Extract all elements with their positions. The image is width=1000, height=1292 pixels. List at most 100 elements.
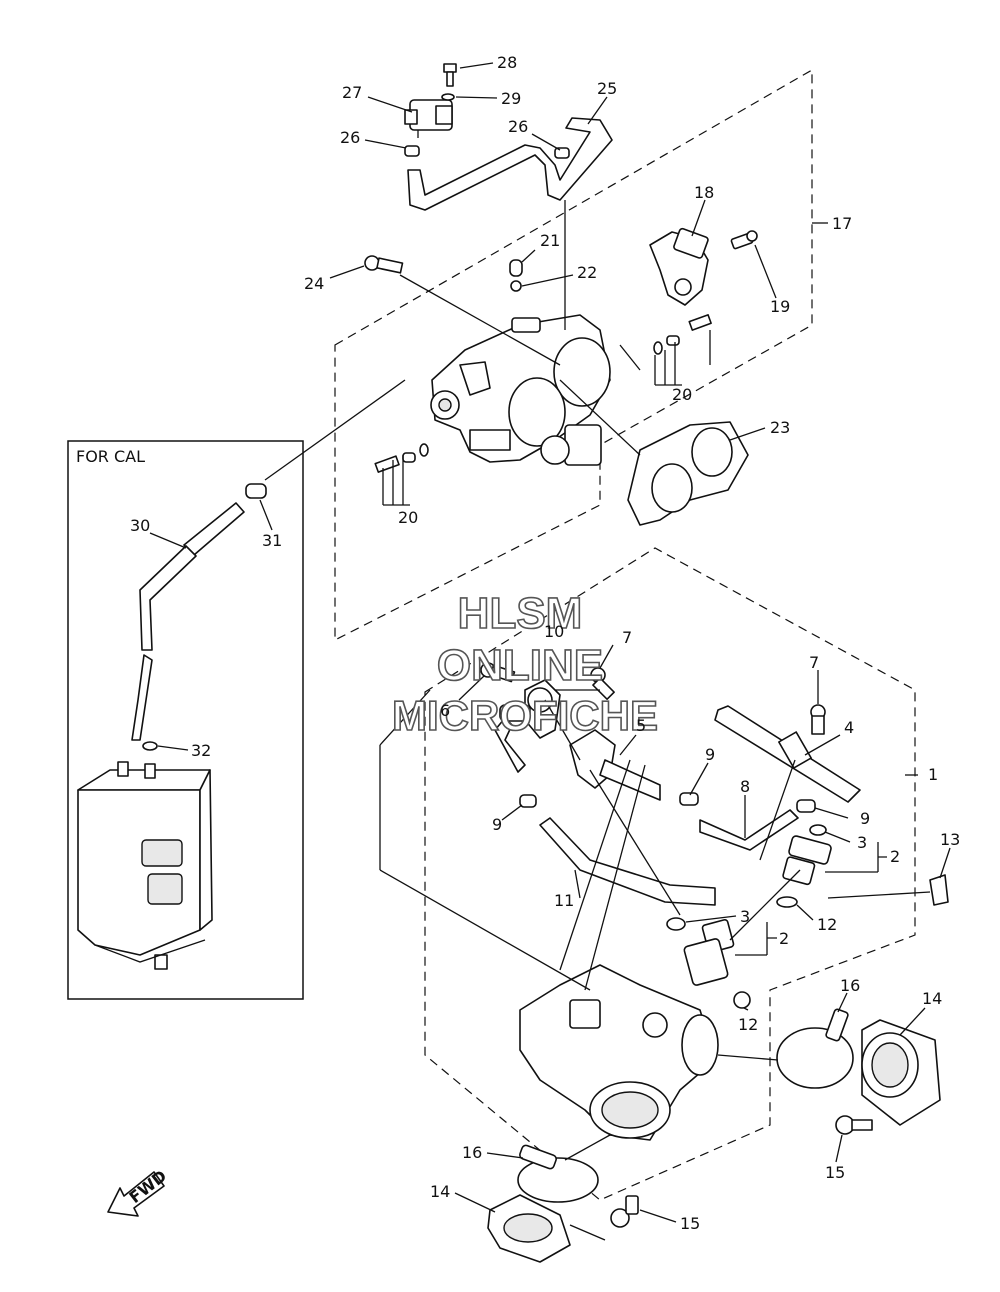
callout-17: 17 <box>832 214 852 233</box>
callout-25: 25 <box>597 79 617 98</box>
callout-7b: 7 <box>809 653 819 672</box>
watermark-line-1: HLSM <box>458 589 583 638</box>
gasket-23 <box>627 421 749 526</box>
watermark: HLSM ONLINE MICROFICHE <box>391 588 659 740</box>
callout-9a: 9 <box>705 745 715 764</box>
callout-7a: 7 <box>622 628 632 647</box>
throttle-sensor-18 <box>649 227 709 306</box>
hose-30-lower <box>131 654 153 741</box>
washer-29 <box>441 93 455 101</box>
clamp-16-left <box>517 1144 599 1203</box>
charcoal-canister <box>77 761 213 970</box>
seal-12a <box>776 896 798 908</box>
callout-29: 29 <box>501 89 521 108</box>
clip-9a <box>519 794 537 808</box>
callout-32: 32 <box>191 741 211 760</box>
callout-23: 23 <box>770 418 790 437</box>
screws-20-left <box>374 443 429 473</box>
hose-8 <box>699 809 799 851</box>
screw-7a <box>590 667 615 701</box>
oring-3b <box>666 917 686 931</box>
injector-2b <box>683 918 735 986</box>
callout-20b: 20 <box>398 508 418 527</box>
callout-14b: 14 <box>430 1182 450 1201</box>
for-cal-box <box>67 440 304 1000</box>
callout-22: 22 <box>577 263 597 282</box>
callout-3a: 3 <box>857 833 867 852</box>
clamp-31 <box>245 483 267 499</box>
hose-30 <box>139 545 197 651</box>
hose-11 <box>539 817 716 906</box>
screws-20-right <box>653 314 712 355</box>
joint-14-right <box>861 1019 941 1126</box>
callout-15a: 15 <box>825 1163 845 1182</box>
fuel-rail-5 <box>569 729 661 801</box>
callout-21: 21 <box>540 231 560 250</box>
bolt-28 <box>443 63 457 87</box>
map-sensor <box>404 99 453 138</box>
callout-12a: 12 <box>817 915 837 934</box>
callout-6: 6 <box>440 701 450 720</box>
callout-18: 18 <box>694 183 714 202</box>
callout-10: 10 <box>544 622 564 641</box>
for-cal-label: FOR CAL <box>76 447 145 466</box>
callout-8: 8 <box>740 777 750 796</box>
callout-11: 11 <box>554 891 574 910</box>
clamp-16-right <box>776 1008 854 1089</box>
clip-13 <box>929 874 949 906</box>
injector-2a <box>782 835 832 886</box>
callout-28: 28 <box>497 53 517 72</box>
callout-16a: 16 <box>840 976 860 995</box>
joint-14-left <box>487 1194 571 1263</box>
callouts: 28 27 29 25 26 26 18 17 21 22 24 19 20 2… <box>130 53 960 1233</box>
callout-15b: 15 <box>680 1214 700 1233</box>
assembly-1-boundary <box>424 547 916 1201</box>
vacuum-hose-25 <box>407 117 613 211</box>
screw-15-left <box>610 1195 639 1228</box>
callout-26b: 26 <box>340 128 360 147</box>
screw-6 <box>480 662 516 683</box>
callout-9b: 9 <box>860 809 870 828</box>
callout-14a: 14 <box>922 989 942 1008</box>
callout-20a: 20 <box>672 385 692 404</box>
hose-30-upper <box>183 502 245 556</box>
intake-manifold <box>519 964 719 1141</box>
callout-4: 4 <box>844 718 854 737</box>
callout-13: 13 <box>940 830 960 849</box>
screw-7b <box>810 704 826 735</box>
callout-30: 30 <box>130 516 150 535</box>
callout-31: 31 <box>262 531 282 550</box>
clip-9b <box>679 792 699 806</box>
fwd-arrow-icon: FWD <box>107 1166 170 1217</box>
screw-24 <box>364 255 404 274</box>
regulator-10 <box>499 679 561 739</box>
watermark-line-2: ONLINE <box>437 641 603 690</box>
callout-3b: 3 <box>740 907 750 926</box>
ring-22 <box>510 280 522 292</box>
clip-9c <box>796 799 816 813</box>
clip-26b <box>554 147 570 159</box>
hose-small-left <box>494 717 526 773</box>
clamp-32 <box>142 741 158 751</box>
callout-9c: 9 <box>492 815 502 834</box>
callout-2b: 2 <box>779 929 789 948</box>
leader-lines <box>149 62 951 1241</box>
clip-26a <box>404 145 420 157</box>
callout-16b: 16 <box>462 1143 482 1162</box>
callout-24: 24 <box>304 274 324 293</box>
callout-26a: 26 <box>508 117 528 136</box>
screw-15-right <box>835 1115 873 1135</box>
callout-12b: 12 <box>738 1015 758 1034</box>
throttle-body <box>430 314 611 466</box>
callout-5: 5 <box>636 716 646 735</box>
callout-2a: 2 <box>890 847 900 866</box>
seal-12b <box>733 991 751 1009</box>
fuel-rail-4 <box>714 705 861 803</box>
callout-1: 1 <box>928 765 938 784</box>
watermark-line-3: MICROFICHE <box>392 692 658 739</box>
callout-27: 27 <box>342 83 362 102</box>
oring-3a <box>809 824 827 836</box>
cap-21 <box>509 259 523 277</box>
screw-19 <box>730 230 758 250</box>
